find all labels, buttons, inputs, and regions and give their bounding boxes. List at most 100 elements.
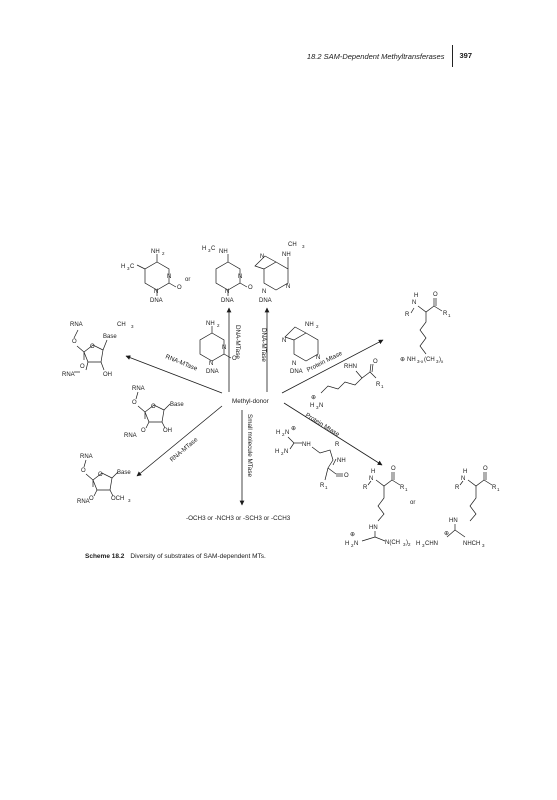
svg-text:RHN: RHN <box>344 364 357 370</box>
svg-text:N: N <box>286 284 290 290</box>
svg-text:H: H <box>121 264 125 270</box>
svg-text:R: R <box>400 485 405 491</box>
arrow-protein-2 <box>283 402 383 466</box>
svg-text:OH: OH <box>163 428 172 434</box>
dna-mtase-label-1: DNA-MTase <box>234 325 241 359</box>
svg-text:): ) <box>406 540 408 546</box>
svg-text:H: H <box>371 469 375 475</box>
svg-text:NH: NH <box>337 458 346 464</box>
svg-text:R: R <box>443 311 448 317</box>
svg-text:NH: NH <box>219 249 228 255</box>
svg-text:R: R <box>492 485 497 491</box>
svg-text:N: N <box>238 274 242 280</box>
svg-text:3: 3 <box>208 248 211 253</box>
svg-text:x: x <box>441 359 444 364</box>
or-label-1: or <box>185 277 190 283</box>
svg-text:Base: Base <box>103 334 117 340</box>
svg-text:NH: NH <box>305 322 314 328</box>
svg-text:O: O <box>80 364 85 370</box>
svg-text:⊕: ⊕ <box>291 426 296 432</box>
svg-text:2: 2 <box>282 432 285 437</box>
svg-text:O: O <box>151 404 156 410</box>
svg-text:N: N <box>412 300 416 306</box>
structure-rna-substrate: RNA O O Base O OH RNA <box>124 386 184 439</box>
svg-text:3: 3 <box>131 324 134 329</box>
svg-text:3: 3 <box>422 543 425 548</box>
svg-text:O: O <box>391 466 396 472</box>
svg-text:R: R <box>455 485 460 491</box>
svg-text:N: N <box>292 361 296 367</box>
svg-text:RNA: RNA <box>132 386 145 392</box>
svg-text:O: O <box>89 496 94 502</box>
page-number: 397 <box>452 45 472 67</box>
svg-text:C: C <box>130 264 135 270</box>
svg-text:DNA: DNA <box>206 369 219 375</box>
svg-text:3: 3 <box>128 498 131 503</box>
svg-text:Base: Base <box>170 402 184 408</box>
protein-mtase-label-2: Protein Mtase <box>304 412 341 439</box>
svg-text:HN: HN <box>449 518 458 524</box>
small-molecule-products: -OCH3 or -NCH3 or -SCH3 or -CCH3 <box>186 515 291 522</box>
svg-text:NHCH: NHCH <box>463 541 480 547</box>
svg-text:O: O <box>177 285 182 291</box>
svg-text:C: C <box>211 246 216 252</box>
svg-text:N: N <box>260 254 264 260</box>
svg-text:CH: CH <box>117 322 126 328</box>
svg-text:3: 3 <box>127 266 130 271</box>
svg-text:O: O <box>141 428 146 434</box>
svg-text:R: R <box>335 442 340 448</box>
svg-text:NH: NH <box>302 442 311 448</box>
svg-text:2: 2 <box>408 542 411 547</box>
svg-text:R: R <box>405 312 410 318</box>
small-molecule-mtase-label: Small molecule MTase <box>246 414 253 477</box>
svg-text:RNA: RNA <box>80 454 93 460</box>
svg-text:Base: Base <box>117 470 131 476</box>
svg-text:N: N <box>282 338 286 344</box>
svg-text:RNA: RNA <box>124 433 137 439</box>
dna-mtase-label-2: DNA-MTase <box>260 328 267 362</box>
arrow-protein-1 <box>281 339 384 394</box>
svg-text:3: 3 <box>482 543 485 548</box>
svg-text:N: N <box>319 403 323 409</box>
svg-text:OCH: OCH <box>111 496 124 502</box>
svg-text:⊕: ⊕ <box>311 395 316 401</box>
svg-text:O: O <box>72 339 77 345</box>
arrow-rna-1 <box>125 355 223 394</box>
svg-text:H: H <box>310 403 314 409</box>
caption-text: Diversity of substrates of SAM-dependent… <box>130 553 266 560</box>
svg-text:3: 3 <box>436 359 439 364</box>
svg-text:H: H <box>463 469 467 475</box>
svg-text:DNA: DNA <box>259 298 272 304</box>
svg-text:O: O <box>98 472 103 478</box>
svg-text:1: 1 <box>405 487 408 492</box>
or-label-2: or <box>410 500 415 506</box>
svg-text:N: N <box>262 289 266 295</box>
svg-text:O: O <box>232 356 237 362</box>
svg-text:RNA: RNA <box>70 322 83 328</box>
svg-text:1: 1 <box>325 485 328 490</box>
svg-text:HN: HN <box>369 525 378 531</box>
svg-text:N: N <box>167 274 171 280</box>
svg-text:R: R <box>376 382 381 388</box>
svg-text:CHN: CHN <box>425 541 438 547</box>
svg-text:N: N <box>154 289 158 295</box>
svg-text:DNA: DNA <box>290 369 303 375</box>
rna-mtase-label-1: RNA-MTase <box>164 353 199 372</box>
svg-text:2: 2 <box>316 324 319 329</box>
svg-text:⊕: ⊕ <box>400 357 405 363</box>
svg-text:NH: NH <box>407 357 416 363</box>
svg-text:N: N <box>354 541 358 547</box>
svg-text:H: H <box>202 246 206 252</box>
svg-text:O: O <box>433 292 438 298</box>
svg-text:O: O <box>132 400 137 406</box>
svg-text:NH: NH <box>206 321 215 327</box>
